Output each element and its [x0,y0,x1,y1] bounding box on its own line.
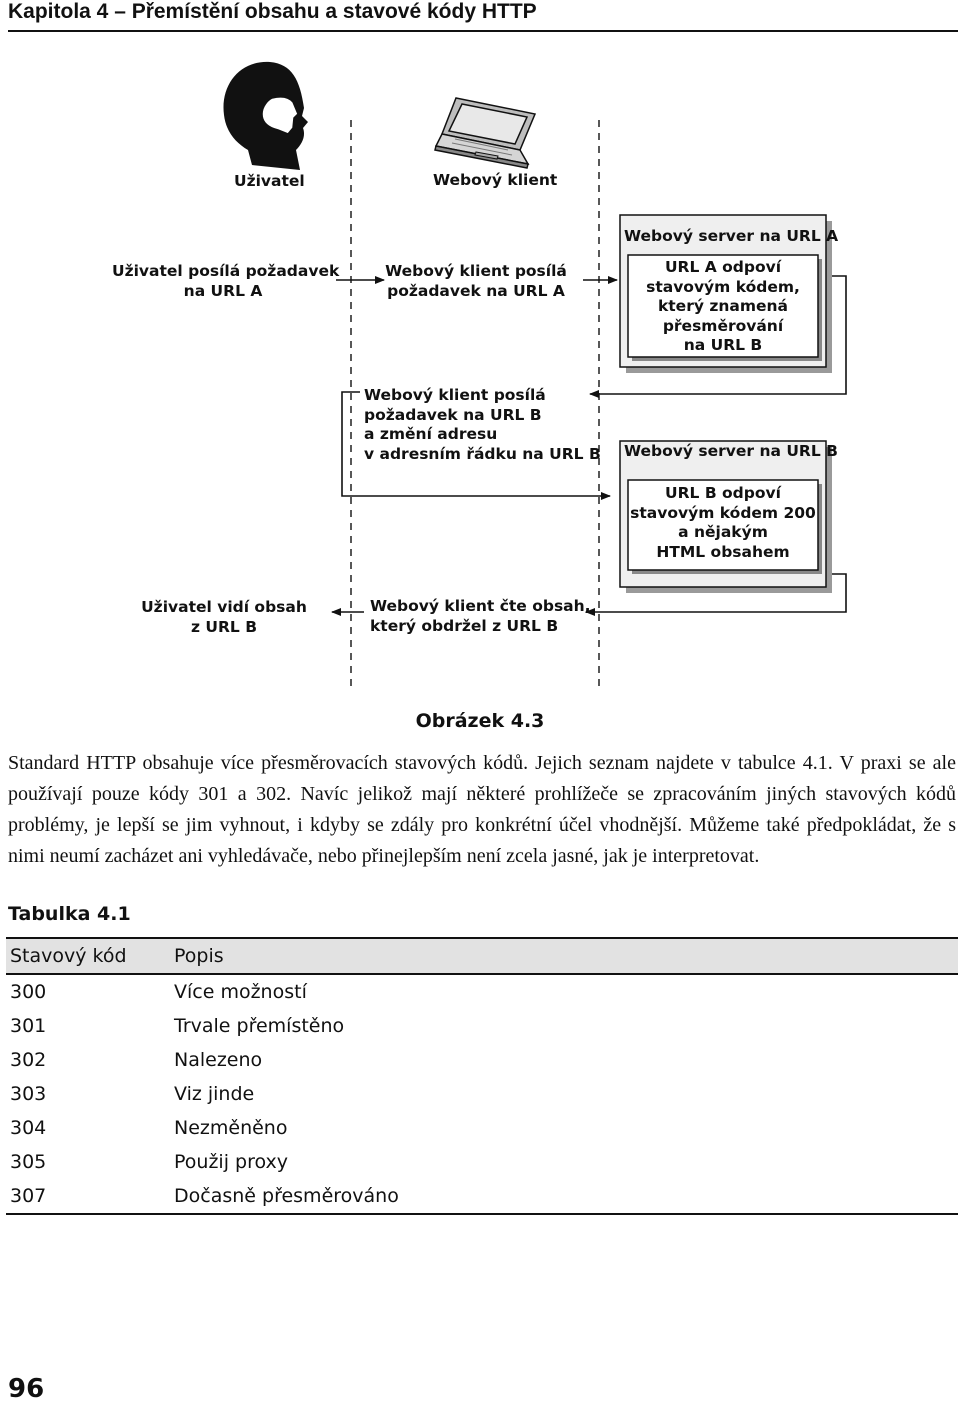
status-code-cell: 303 [10,1083,47,1105]
status-code-cell: 301 [10,1015,47,1037]
header-status-code: Stavový kód [6,937,170,975]
step2-client-label: Webový klient posílá požadavek na URL A [385,262,567,300]
status-code-cell: 304 [10,1117,47,1139]
server-b-response-box [627,479,819,571]
server-a-response-box [627,254,819,358]
table-row: 307 Dočasně přesměrováno [6,1179,958,1215]
laptop-icon [434,97,537,169]
figure-caption-text: Obrázek 4.3 [415,710,545,732]
actor-client-label: Webový klient [433,171,558,189]
server-b-title: Webový server na URL B [624,442,838,460]
actor-user-label: Uživatel [234,172,305,190]
step4-client-label: Webový klient čte obsah, který obdržel z… [370,597,591,635]
table-row: 304 Nezměněno [6,1111,958,1145]
figure-caption: Obrázek 4.3 [0,710,960,732]
page-number: 96 [8,1374,45,1404]
step3-client-label: Webový klient posílá požadavek na URL B … [364,386,601,463]
body-paragraph: Standard HTTP obsahuje více přesměrovací… [8,752,956,867]
arrow-client-to-server-b [341,391,611,500]
arrow-server-b-to-client [585,573,847,616]
arrow-server-a-to-client [589,275,847,398]
step4-user-label: Uživatel vidí obsah z URL B [141,598,307,636]
table-row: 301 Trvale přemístěno [6,1009,958,1043]
user-head-icon [223,61,308,171]
status-code-table: Stavový kód Popis 300 Více možností 301 … [6,937,958,1215]
table-caption: Tabulka 4.1 [8,903,131,925]
status-code-cell: 302 [10,1049,47,1071]
description-cell: Nalezeno [174,1049,263,1071]
chapter-header: Kapitola 4 – Přemístění obsahu a stavové… [8,0,958,32]
table-row: 303 Viz jinde [6,1077,958,1111]
table-row: 300 Více možností [6,974,958,1009]
table-row: 305 Použij proxy [6,1145,958,1179]
table-row: 302 Nalezeno [6,1043,958,1077]
description-cell: Použij proxy [174,1151,288,1173]
status-code-cell: 305 [10,1151,47,1173]
description-cell: Viz jinde [174,1083,255,1105]
description-cell: Dočasně přesměrováno [170,1179,958,1215]
header-description: Popis [170,937,958,975]
step1-user-label: Uživatel posílá požadavek na URL A [112,262,340,300]
table-header-row: Stavový kód Popis [6,937,958,975]
status-code-cell: 300 [10,981,47,1003]
status-code-cell: 307 [6,1179,170,1215]
server-b-response-text: URL B odpoví stavovým kódem 200 a nějaký… [630,484,816,561]
server-a-response-text: URL A odpoví stavovým kódem, který zname… [646,258,800,354]
server-a-title: Webový server na URL A [624,227,839,245]
diagram-graphics [223,61,847,690]
description-cell: Nezměněno [174,1117,288,1139]
redirect-flow-diagram: Uživatel Webový klient Uživatel posílá p… [0,40,960,700]
description-cell: Trvale přemístěno [174,1015,345,1037]
description-cell: Více možností [174,981,307,1003]
